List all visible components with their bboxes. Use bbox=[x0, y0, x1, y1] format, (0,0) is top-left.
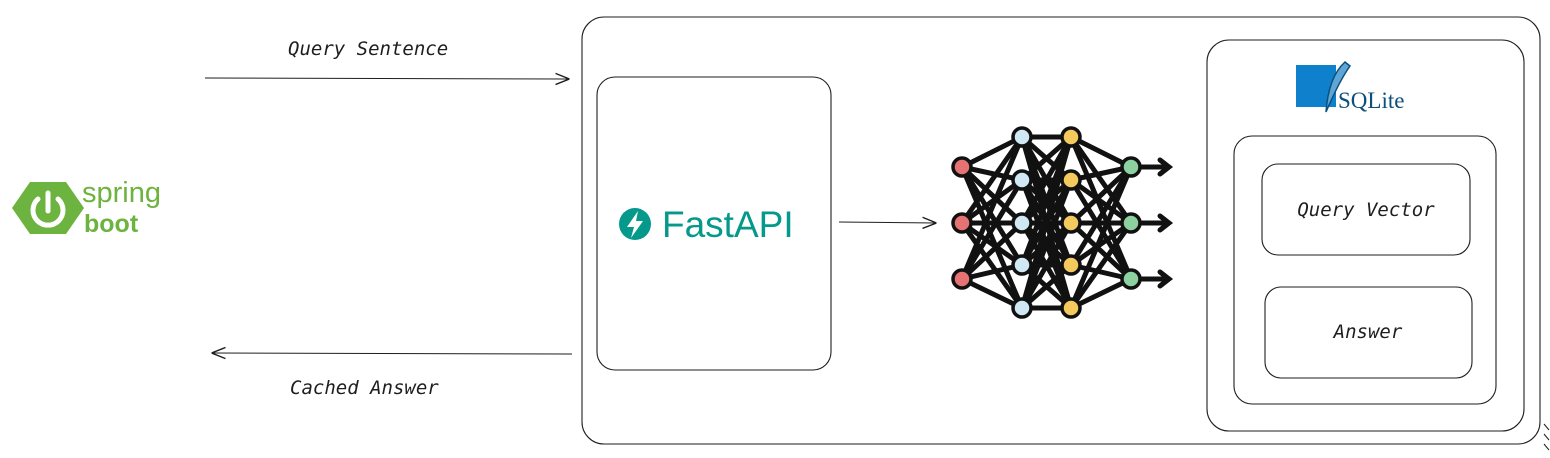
network-edge bbox=[1068, 134, 1134, 170]
network-edge bbox=[959, 164, 1025, 226]
embed-arrow bbox=[838, 222, 935, 223]
network-edge bbox=[1068, 134, 1134, 226]
network-node bbox=[1060, 254, 1082, 276]
network-edge bbox=[1068, 164, 1134, 311]
network-node bbox=[1011, 126, 1033, 148]
network-node bbox=[1060, 169, 1082, 191]
query-vector-label: Query Vector bbox=[1297, 199, 1435, 221]
network-edge bbox=[959, 220, 1025, 268]
resize-mark bbox=[1543, 423, 1550, 451]
output-arrowhead bbox=[1157, 269, 1174, 289]
fastapi-text: FastAPI bbox=[662, 204, 794, 245]
network-edge bbox=[1019, 134, 1074, 226]
network-edge bbox=[959, 276, 1025, 311]
network-node bbox=[1011, 212, 1033, 234]
fastapi-logo: FastAPI bbox=[619, 204, 794, 245]
output-arrowhead bbox=[1157, 213, 1174, 233]
query-sentence-label: Query Sentence bbox=[288, 38, 448, 60]
network-edge bbox=[959, 134, 1025, 226]
network-edge bbox=[1068, 177, 1134, 226]
neural-network-icon bbox=[951, 126, 1174, 319]
sqlite-text: SQLite bbox=[1338, 88, 1404, 113]
network-node bbox=[1120, 212, 1142, 234]
cached-answer-label: Cached Answer bbox=[290, 377, 439, 399]
feather-quill-icon bbox=[1325, 61, 1352, 113]
sqlite-container bbox=[1206, 39, 1525, 432]
network-edge bbox=[959, 134, 1025, 170]
network-edge bbox=[1068, 220, 1134, 268]
network-node bbox=[1011, 297, 1033, 319]
network-node bbox=[1011, 169, 1033, 191]
network-edge bbox=[1019, 220, 1074, 311]
network-edge bbox=[1019, 177, 1074, 311]
response-arrow bbox=[213, 353, 573, 354]
fastapi-box bbox=[596, 76, 832, 371]
network-node bbox=[1060, 126, 1082, 148]
request-arrow bbox=[204, 78, 568, 79]
network-edge bbox=[959, 164, 1025, 311]
network-edge bbox=[1068, 177, 1134, 282]
answer-field bbox=[1264, 286, 1473, 379]
network-edge bbox=[1068, 164, 1134, 226]
spring-boot-logo: spring boot bbox=[12, 177, 161, 238]
network-node bbox=[951, 268, 973, 290]
network-node bbox=[951, 212, 973, 234]
network-edge bbox=[959, 177, 1025, 226]
network-node bbox=[1060, 212, 1082, 234]
network-edge bbox=[1068, 134, 1134, 282]
network-node bbox=[1011, 254, 1033, 276]
network-edge bbox=[959, 134, 1025, 282]
sqlite-logo: SQLite bbox=[1296, 61, 1404, 113]
network-edge bbox=[959, 220, 1025, 311]
network-edge bbox=[1068, 276, 1134, 311]
network-node bbox=[951, 156, 973, 178]
network-edge bbox=[1019, 262, 1074, 311]
spring-boot-power-icon bbox=[12, 182, 84, 234]
network-node bbox=[1060, 297, 1082, 319]
network-edge bbox=[1068, 164, 1134, 268]
network-edge bbox=[1068, 220, 1134, 311]
network-node bbox=[1120, 156, 1142, 178]
network-edge bbox=[1019, 134, 1074, 183]
network-edge bbox=[959, 220, 1025, 282]
spring-text: spring bbox=[82, 177, 161, 209]
network-edge bbox=[1068, 220, 1134, 282]
server-container bbox=[581, 16, 1541, 445]
network-edge bbox=[1019, 134, 1074, 311]
network-node bbox=[1120, 268, 1142, 290]
boot-text: boot bbox=[84, 210, 139, 238]
query-vector-field bbox=[1261, 163, 1471, 256]
lightning-bolt-icon bbox=[619, 208, 651, 240]
network-edge bbox=[959, 164, 1025, 268]
answer-label: Answer bbox=[1333, 321, 1403, 343]
output-arrowhead bbox=[1157, 157, 1174, 177]
record-box bbox=[1233, 135, 1497, 405]
network-edge bbox=[959, 177, 1025, 282]
